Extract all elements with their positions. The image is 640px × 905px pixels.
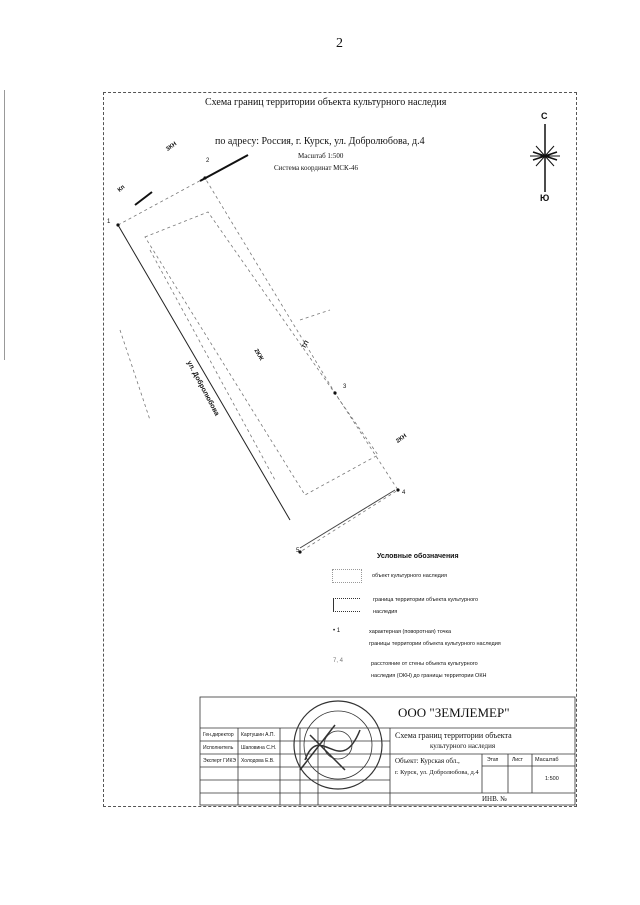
point-1-marker [116, 223, 120, 227]
role-executor: Исполнитель [203, 745, 234, 751]
coord-system: Система координат МСК-46 [274, 164, 359, 172]
scale-label: Масштаб 1:500 [298, 152, 344, 160]
point-3-label: 3 [343, 384, 347, 390]
company-name: ООО "ЗЕМЛЕМЕР" [398, 705, 510, 720]
boundary-street-line [117, 224, 291, 521]
scheme-title: Схема границ территории объекта культурн… [205, 97, 447, 108]
object-line-1: Объект: Курская обл., [395, 757, 460, 765]
doc-title-2: культурного наследия [430, 742, 496, 750]
col-stage: Этап [487, 757, 499, 763]
name-executor: Шаповина С.Н. [241, 745, 277, 751]
scheme-address: по адресу: Россия, г. Курск, ул. Добролю… [215, 136, 425, 147]
turning-points [116, 176, 400, 554]
point-5-marker [298, 550, 302, 554]
drawing-frame [103, 92, 577, 807]
compass-south: Ю [540, 193, 550, 203]
compass-north: С [541, 111, 548, 121]
point-2-label: 2 [206, 158, 210, 164]
organization-seal-icon [293, 700, 383, 790]
legend-item-distance: расстояние от стены объекта культурного [371, 661, 478, 667]
legend-item-okn: объект культурного наследия [372, 573, 447, 579]
okn-building-outline [144, 211, 379, 496]
point-1-label: 1 [107, 219, 111, 225]
col-sheet: Лист [512, 757, 523, 763]
legend-title: Условные обозначения [377, 553, 459, 560]
legend-distance-symbol: 7, 4 [333, 658, 344, 664]
legend-item-boundary-2: наследия [373, 609, 398, 615]
legend-item-point: характерная (поворотная) точка [369, 629, 452, 635]
role-expert: Эксперт ГИКЭ [203, 758, 236, 764]
inventory-number: ИНВ. № [482, 795, 507, 803]
point-2-marker [203, 176, 207, 180]
legend-item-boundary: граница территории объекта культурного [373, 597, 479, 603]
col-scale: Масштаб [535, 757, 559, 763]
name-gendir: Картушин А.П. [241, 732, 275, 738]
scale-value: 1:500 [545, 776, 559, 782]
scan-edge [4, 90, 5, 360]
point-5-label: 5 [296, 548, 300, 554]
role-gendir: Ген.директор [203, 732, 234, 738]
legend-item-point-2: границы территории объекта культурного н… [369, 641, 501, 647]
point-4-marker [396, 488, 400, 492]
legend-boundary-symbol [333, 598, 360, 612]
legend-okn-symbol [332, 569, 362, 583]
point-4-label: 4 [402, 490, 406, 496]
page-number: 2 [336, 36, 343, 51]
legend-point-symbol: • 1 [333, 628, 341, 634]
object-line-2: г. Курск, ул. Добролюбова, д.4 [395, 769, 479, 776]
point-3-marker [333, 391, 337, 395]
name-expert: Холодова Е.В. [241, 758, 275, 764]
compass-rose-icon [530, 124, 560, 192]
doc-title-1: Схема границ территории объекта [395, 731, 512, 740]
legend-item-distance-2: наследия (ОКН) до границы территории ОКН [371, 673, 487, 679]
